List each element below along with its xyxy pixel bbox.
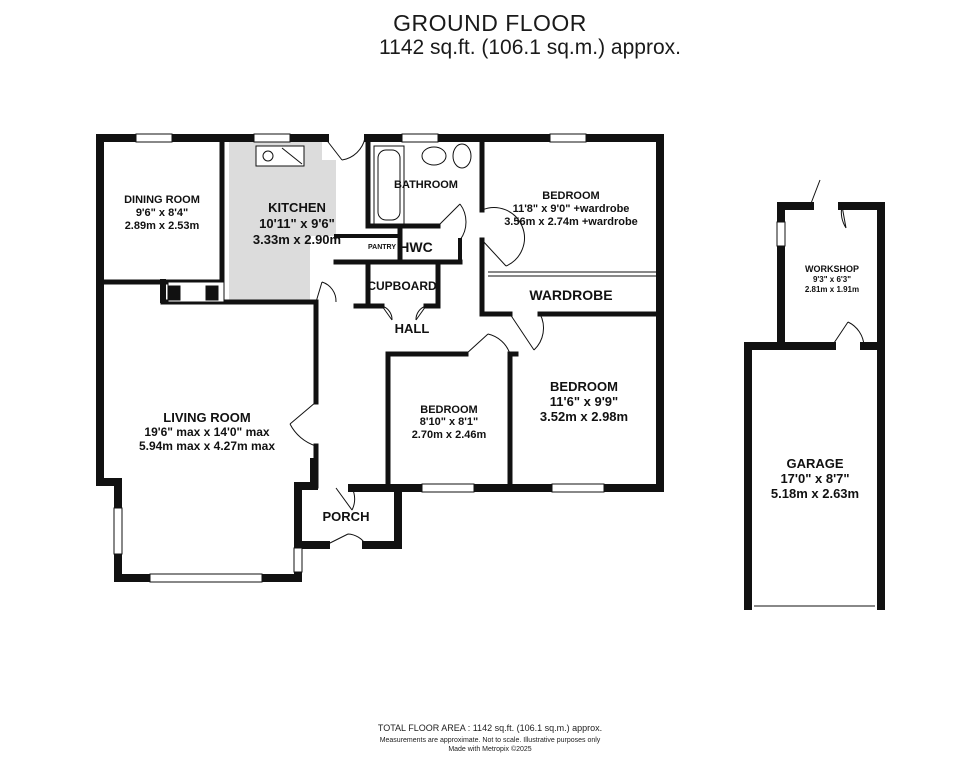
windows	[113, 133, 786, 583]
wardrobe-name: WARDROBE	[529, 287, 612, 303]
kitchen-floor	[229, 140, 336, 302]
credit: Made with Metropix ©2025	[448, 746, 532, 753]
floor-area: 1142 sq.ft. (106.1 sq.m.) approx.	[379, 36, 681, 59]
living-imperial: 19'6" max x 14'0" max	[144, 425, 270, 439]
garage-metric: 5.18m x 2.63m	[771, 486, 859, 501]
disclaimer: Measurements are approximate. Not to sca…	[379, 737, 601, 744]
porch-name: PORCH	[323, 509, 370, 524]
garage-name: GARAGE	[786, 456, 843, 471]
hall-name: HALL	[395, 321, 430, 336]
bedroom1-name: BEDROOM	[542, 190, 599, 202]
bedroom3-imperial: 11'6" x 9'9"	[550, 394, 618, 409]
floor-title: GROUND FLOOR	[393, 10, 587, 36]
toilet-icon	[452, 143, 472, 169]
doors	[289, 137, 875, 607]
bedroom2-metric: 2.70m x 2.46m	[412, 429, 487, 441]
living-metric: 5.94m max x 4.27m max	[139, 439, 275, 453]
workshop-imperial: 9'3" x 6'3"	[813, 275, 851, 284]
bedroom3-name: BEDROOM	[550, 379, 618, 394]
kitchen-name: KITCHEN	[268, 200, 326, 215]
living-name: LIVING ROOM	[163, 410, 250, 425]
walls	[96, 134, 885, 610]
workshop-name: WORKSHOP	[805, 264, 859, 274]
bedroom2-imperial: 8'10" x 8'1"	[420, 416, 478, 428]
basin-icon	[421, 146, 447, 166]
pantry-name: PANTRY	[368, 244, 396, 251]
kitchen-metric: 3.33m x 2.90m	[253, 232, 341, 247]
kitchen-imperial: 10'11" x 9'6"	[259, 216, 335, 231]
fixtures	[167, 143, 656, 303]
bedroom3-metric: 3.52m x 2.98m	[540, 409, 628, 424]
room-labels: DINING ROOM 9'6" x 8'4" 2.89m x 2.53m KI…	[124, 179, 859, 524]
total-floor-area: TOTAL FLOOR AREA : 1142 sq.ft. (106.1 sq…	[377, 723, 603, 733]
bedroom2-name: BEDROOM	[420, 404, 477, 416]
workshop-metric: 2.81m x 1.91m	[805, 285, 859, 294]
dining-imperial: 9'6" x 8'4"	[136, 207, 188, 219]
dining-name: DINING ROOM	[124, 194, 200, 206]
bedroom1-imperial: 11'8" x 9'0" +wardrobe	[513, 203, 630, 215]
garage-imperial: 17'0" x 8'7"	[780, 471, 849, 486]
bedroom1-metric: 3.56m x 2.74m +wardrobe	[504, 216, 638, 228]
bathroom-name: BATHROOM	[394, 179, 458, 191]
cupboard-name: CUPBOARD	[367, 279, 437, 293]
dining-metric: 2.89m x 2.53m	[125, 220, 200, 232]
hwc-name: HWC	[399, 239, 432, 255]
